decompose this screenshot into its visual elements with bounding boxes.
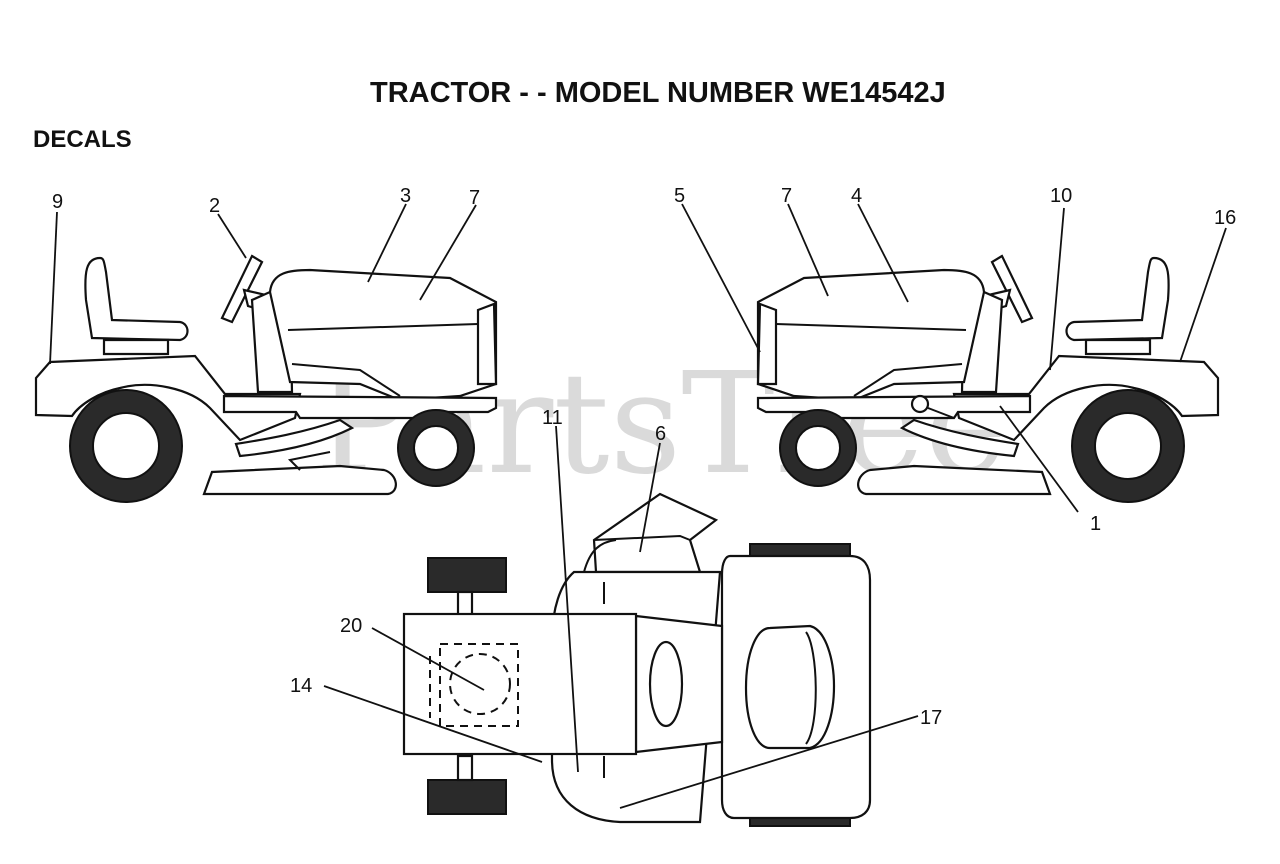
callout-10: 10 [1050,185,1072,207]
mower-deck [202,464,397,496]
callout-2: 2 [209,195,220,217]
callout-17: 17 [920,707,942,729]
callout-9: 9 [52,191,63,213]
callout-6: 6 [655,423,666,445]
tractor-right-side-view [756,254,1220,503]
callout-4: 4 [851,185,862,207]
hood-top [402,612,638,756]
callout-3: 3 [400,185,411,207]
seat-top [744,624,836,750]
front-tire-top [427,557,507,593]
front-tire-bottom [427,779,507,815]
callout-20: 20 [340,615,362,637]
callout-7-right: 7 [781,185,792,207]
section-heading: DECALS [33,126,132,153]
tractor-top-view [402,492,872,827]
callout-14: 14 [290,675,312,697]
callout-5: 5 [674,185,685,207]
page-title: TRACTOR - - MODEL NUMBER WE14542J [370,77,946,109]
callout-1: 1 [1090,513,1101,535]
callout-16: 16 [1214,207,1236,229]
leader-lines [49,203,1227,809]
callouts: 9 2 3 7 5 7 4 10 16 11 6 1 20 14 17 [52,185,1236,729]
steering-wheel [220,254,264,324]
hood [268,268,498,402]
callout-11: 11 [542,407,563,429]
tractor-left-side-view [34,254,498,503]
callout-7-left: 7 [469,187,480,209]
seat [84,256,189,342]
